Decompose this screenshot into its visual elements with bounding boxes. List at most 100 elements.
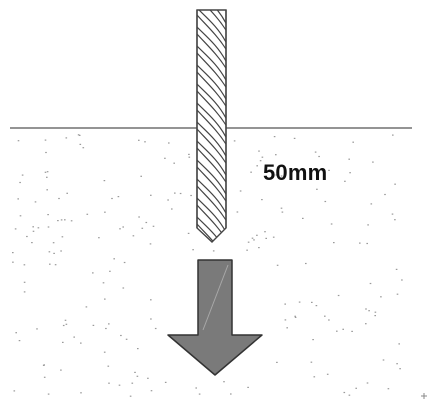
speckle [392,134,394,136]
speckle [247,386,249,388]
speckle [394,183,396,185]
speckle [316,188,318,190]
speckle [276,361,278,363]
speckle [311,301,313,303]
speckle [396,363,398,365]
speckle [152,225,155,227]
speckle [171,208,173,210]
speckle [366,382,369,384]
speckle [309,168,311,170]
speckle [36,328,38,330]
speckle [330,223,333,225]
speckle [305,262,307,265]
speckle [43,376,46,378]
speckle [173,162,175,164]
speckle [359,242,361,244]
speckle [298,301,301,303]
speckle [85,306,88,308]
speckle [122,287,125,289]
speckle [275,154,277,156]
speckle [77,134,80,136]
speckle [73,336,75,338]
speckle [60,369,62,371]
speckle [294,315,296,317]
speckle [13,390,16,392]
speckle [256,234,258,236]
speckle [150,194,152,196]
speckle [318,155,320,158]
speckle [280,175,283,177]
speckle [136,375,139,377]
speckle [352,141,354,143]
speckle [57,220,59,222]
speckle [372,161,374,163]
material-speckles [12,134,403,397]
speckle [195,387,197,389]
speckle [80,392,82,394]
speckle [44,139,47,141]
speckle [256,165,258,167]
speckle [12,252,14,254]
speckle [326,373,329,375]
speckle [108,382,110,384]
speckle [125,338,128,340]
speckle [19,181,21,184]
speckle [164,381,167,383]
speckle [315,305,318,307]
speckle [333,242,335,244]
speckle [272,236,275,238]
speckle [32,230,35,232]
speckle [12,261,14,263]
speckle [351,330,353,332]
speckle [265,237,267,239]
speckle [120,334,122,337]
speckle [312,339,314,341]
speckle [129,395,132,397]
speckle [134,371,136,373]
speckle [313,376,316,378]
speckle [111,197,113,200]
speckle [276,264,279,266]
speckle [337,294,340,297]
speckle [394,219,396,221]
speckle [174,192,176,194]
speckle [374,315,376,317]
speckle [164,157,166,159]
speckle [348,158,350,160]
speckle [46,171,49,173]
speckle [365,308,367,310]
speckle [60,250,62,252]
speckle [344,180,346,182]
speckle [144,141,146,143]
speckle [18,340,21,342]
speckle [342,328,344,330]
speckle [212,250,215,252]
speckle [23,281,26,283]
speckle [293,137,296,139]
speckle [62,324,65,327]
speckle [62,341,64,343]
speckle [104,211,106,213]
speckle [145,221,148,224]
corner-mark [421,393,427,399]
speckle [147,377,149,379]
speckle [258,150,260,152]
speckle [366,242,368,245]
speckle [138,139,140,141]
speckle [64,319,67,321]
speckle [188,153,190,155]
speckle [21,174,24,176]
speckle [275,174,278,176]
speckle [264,231,266,233]
speckle [123,261,126,264]
speckle [42,364,45,366]
speckle [102,282,105,284]
speckle [167,199,169,201]
speckle [281,211,284,213]
down-arrow-icon [167,259,263,376]
speckle [179,192,182,195]
speckle [14,228,17,230]
speckle [239,190,242,192]
speckle [54,264,57,266]
